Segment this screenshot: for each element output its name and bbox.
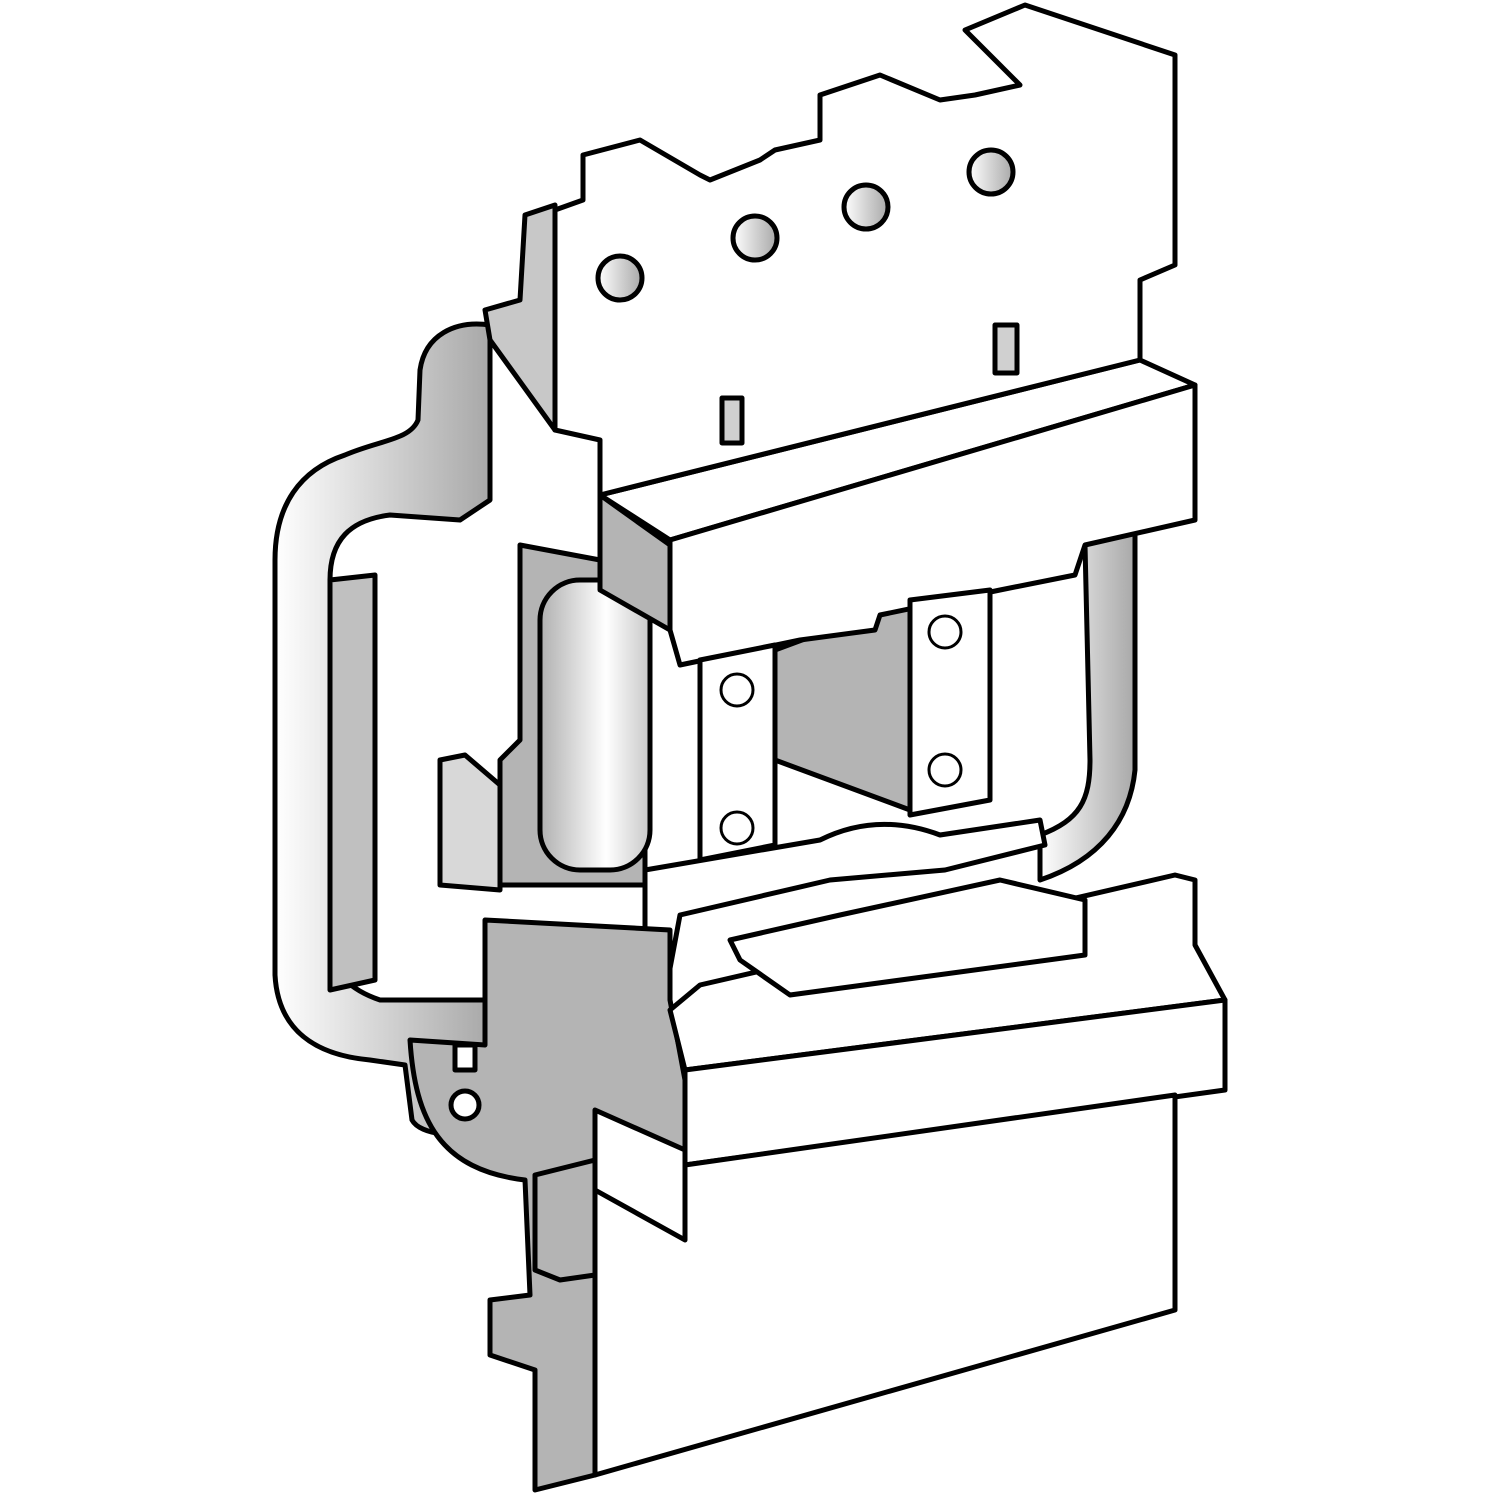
right-frame-loop — [1037, 527, 1138, 883]
left-frame-loop — [272, 321, 493, 1137]
terminal-hole-4 — [966, 147, 1016, 197]
terminal-plate — [482, 2, 1178, 498]
slot-right — [992, 322, 1020, 376]
lower-housing — [407, 872, 1228, 1493]
terminal-hole-1 — [595, 253, 645, 303]
armature-saddle — [642, 817, 1048, 998]
contact-plate-right — [907, 587, 993, 818]
slot-left — [719, 395, 745, 446]
contact-plate-left — [697, 642, 778, 863]
terminal-hole-3 — [841, 182, 891, 232]
mount-hole — [448, 1088, 482, 1122]
coil-winding — [537, 577, 653, 873]
left-clip — [437, 752, 503, 893]
terminal-hole-2 — [730, 213, 780, 263]
mount-slot — [452, 1042, 478, 1073]
